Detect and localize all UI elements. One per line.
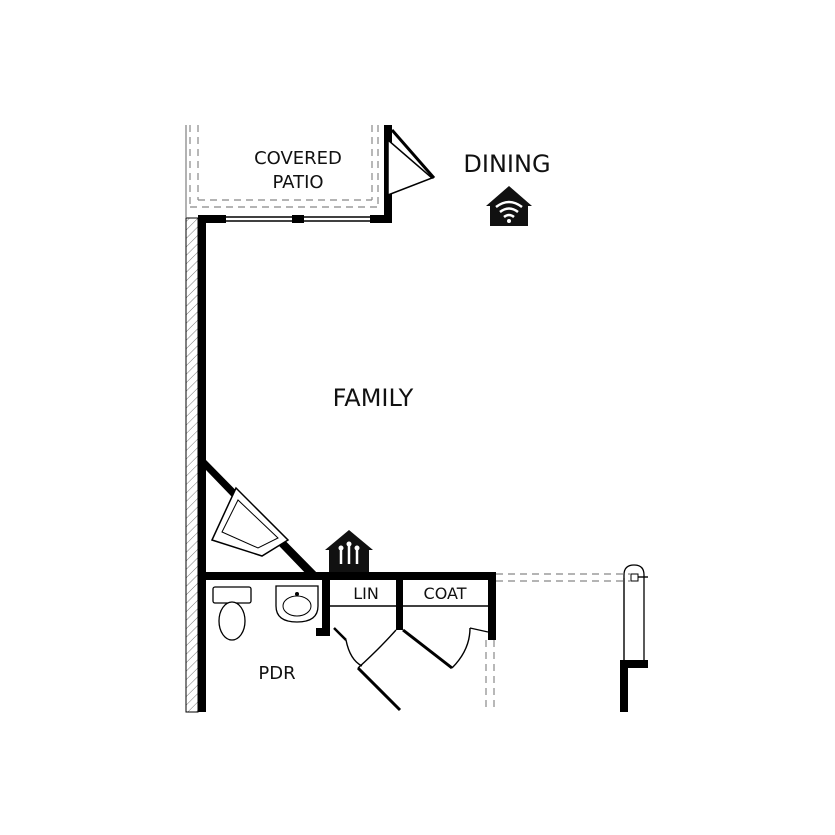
sink (275, 585, 319, 623)
smart-home-wifi-icon (486, 186, 532, 226)
closet-doors (330, 605, 489, 712)
walls (198, 125, 648, 712)
covered-patio-label-line1: COVERED (254, 148, 342, 169)
smart-home-hub-icon (325, 530, 373, 572)
family-label: FAMILY (333, 384, 414, 412)
dining-door (387, 129, 436, 197)
patio-slider (226, 216, 370, 222)
exterior-wall-left (185, 217, 199, 713)
coat-label: COAT (424, 584, 467, 603)
corner-fireplace (206, 460, 322, 578)
dashed-connectors (485, 573, 630, 712)
dining-label: DINING (463, 150, 550, 178)
covered-patio-label-line2: PATIO (272, 172, 323, 193)
toilet (212, 586, 252, 641)
lin-label: LIN (353, 584, 379, 603)
right-post (623, 564, 648, 660)
pdr-label: PDR (258, 663, 295, 684)
covered-patio-outline (189, 125, 379, 208)
